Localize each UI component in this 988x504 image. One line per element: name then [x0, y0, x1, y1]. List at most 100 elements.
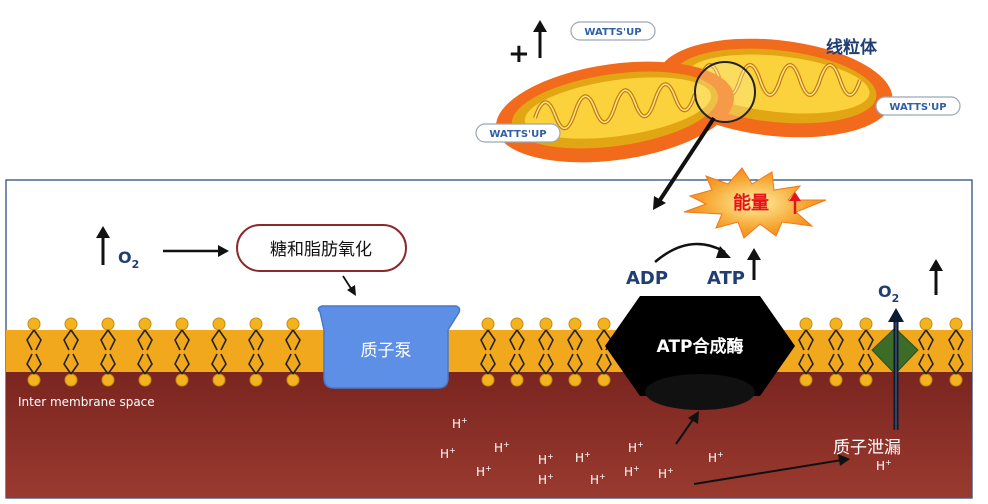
zoom-circle: [694, 61, 756, 123]
proton-ion-label: H+: [658, 466, 674, 481]
atp-synthase-base: [645, 374, 755, 410]
oxidation-label: 糖和脂肪氧化: [270, 240, 372, 260]
o2-label-right: O2: [878, 282, 899, 305]
lipid-tail: [211, 329, 227, 375]
watts-up-badge-left: WATTS'UP: [475, 123, 561, 143]
proton-pump-label: 质子泵: [361, 341, 412, 361]
lipid-tail: [285, 329, 301, 375]
lipid-head: [597, 317, 611, 331]
watts-up-badge-top: WATTS'UP: [570, 21, 656, 41]
lipid-head: [510, 373, 524, 387]
lipid-head: [919, 373, 933, 387]
lipid-head: [64, 317, 78, 331]
lipid-head: [568, 317, 582, 331]
lipid-head: [27, 373, 41, 387]
lipid-head: [510, 317, 524, 331]
lipid-head: [101, 373, 115, 387]
lipid-tail: [137, 329, 153, 375]
mitochondria-label: 线粒体: [826, 37, 878, 58]
adp-label: ADP: [626, 268, 668, 289]
matrix-arrow-to-leak: [693, 454, 850, 485]
o2-up-arrow-left: [96, 226, 110, 265]
lipid-head: [597, 373, 611, 387]
lipid-tail: [858, 329, 874, 375]
lipid-head: [175, 317, 189, 331]
energy-up-arrow: [789, 192, 801, 214]
lipid-head: [286, 373, 300, 387]
svg-text:WATTS'UP: WATTS'UP: [584, 27, 641, 38]
proton-ion-label: H+: [590, 472, 606, 487]
proton-leak-label: 质子泄漏: [833, 438, 901, 458]
lipid-tail: [26, 329, 42, 375]
lipid-head: [249, 373, 263, 387]
inter-membrane-region: [6, 372, 972, 498]
proton-ion-label: H+: [708, 450, 724, 465]
lipid-tail: [100, 329, 116, 375]
lipid-head: [949, 373, 963, 387]
zoom-arrow: [653, 116, 716, 210]
svg-text:WATTS'UP: WATTS'UP: [489, 129, 546, 140]
lipid-head: [919, 317, 933, 331]
matrix-arrow-to-synthase: [675, 411, 699, 445]
o2-to-oxidation-arrow: [163, 245, 229, 257]
lipid-tail: [174, 329, 190, 375]
proton-ion-label: H+: [452, 416, 468, 431]
mitochondrion-front: [495, 61, 735, 163]
lipid-head: [212, 373, 226, 387]
lipid-tail: [63, 329, 79, 375]
lipid-tail: [509, 329, 525, 375]
lipid-tail: [918, 329, 934, 375]
oxidation-bubble: [236, 224, 407, 272]
lipid-head: [829, 317, 843, 331]
lipid-head: [138, 317, 152, 331]
lipid-tail: [798, 329, 814, 375]
proton-ion-label: H+: [538, 452, 554, 467]
lipid-head: [481, 317, 495, 331]
proton-ions: H+H+H+H+H+H+H+H+H+H+H+H+H+: [440, 416, 892, 487]
oxidation-to-pump-arrow: [342, 275, 356, 296]
lipid-head: [212, 317, 226, 331]
inter-membrane-label: Inter membrane space: [18, 395, 155, 409]
proton-ion-label: H+: [628, 440, 644, 455]
proton-pump: [317, 305, 461, 389]
o2-label-left: O2: [118, 248, 139, 271]
lipid-bilayer: [26, 317, 964, 387]
lipid-head: [539, 317, 553, 331]
atp-synthase-label: ATP合成酶: [657, 336, 744, 357]
proton-ion-label: H+: [494, 440, 510, 455]
svg-text:WATTS'UP: WATTS'UP: [889, 102, 946, 113]
lipid-head: [539, 373, 553, 387]
proton-ion-label: H+: [876, 458, 892, 473]
energy-label: 能量: [733, 192, 769, 214]
lipid-tail: [538, 329, 554, 375]
lipid-head: [286, 317, 300, 331]
lipid-head: [175, 373, 189, 387]
proton-ion-label: H+: [440, 446, 456, 461]
lipid-head: [829, 373, 843, 387]
lipid-head: [949, 317, 963, 331]
proton-ion-label: H+: [476, 464, 492, 479]
adp-to-atp-arrow: [654, 242, 731, 263]
lipid-tail: [948, 329, 964, 375]
lipid-head: [859, 373, 873, 387]
lipid-head: [481, 373, 495, 387]
lipid-head: [27, 317, 41, 331]
up-arrow-top: [533, 20, 547, 58]
proton-ion-label: H+: [538, 472, 554, 487]
proton-ion-label: H+: [575, 450, 591, 465]
lipid-head: [799, 373, 813, 387]
lipid-head: [64, 373, 78, 387]
lipid-tail: [248, 329, 264, 375]
lipid-tail: [567, 329, 583, 375]
lipid-head: [249, 317, 263, 331]
lipid-head: [859, 317, 873, 331]
atp-up-arrow: [747, 248, 761, 280]
lipid-head: [799, 317, 813, 331]
lipid-head: [101, 317, 115, 331]
atp-label: ATP: [707, 268, 745, 289]
proton-ion-label: H+: [624, 464, 640, 479]
lipid-head: [138, 373, 152, 387]
proton-leak-up-arrow: [888, 308, 904, 430]
atp-synthase: [605, 296, 795, 396]
